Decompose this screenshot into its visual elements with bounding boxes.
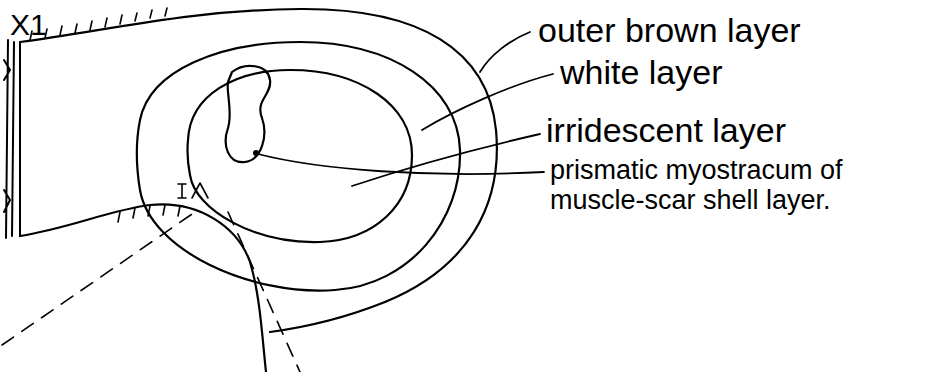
hatch-marks bbox=[30, 8, 167, 40]
dashed-line bbox=[2, 212, 195, 345]
white-layer-contour bbox=[137, 42, 460, 291]
layer-label: irridescent layer bbox=[546, 112, 786, 149]
hinge-edge bbox=[4, 40, 20, 238]
leader-dot bbox=[253, 150, 259, 156]
hatch-marks bbox=[118, 205, 180, 222]
muscle-scar bbox=[226, 66, 270, 162]
leader-line bbox=[480, 32, 530, 72]
leader-line bbox=[422, 74, 553, 130]
leader-line bbox=[258, 154, 544, 174]
layer-label: outer brown layer bbox=[538, 12, 801, 49]
dashed-line bbox=[228, 212, 300, 372]
leader-line bbox=[352, 134, 540, 186]
layer-label: white layer bbox=[560, 54, 723, 91]
layer-label: prismatic myostracum of muscle-scar shel… bbox=[550, 156, 850, 215]
figure-number: X1 bbox=[10, 8, 47, 41]
small-symbol bbox=[178, 183, 208, 198]
iridescent-layer-contour bbox=[187, 70, 412, 242]
shell-lower-edge bbox=[20, 204, 266, 372]
